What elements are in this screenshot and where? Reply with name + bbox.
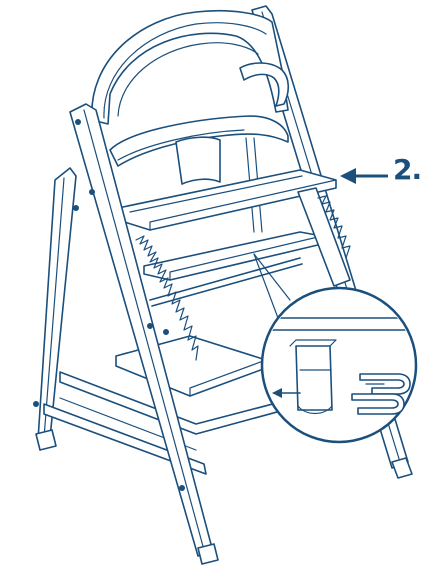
step-number-label: 2.: [393, 153, 422, 186]
front-legs: [69, 103, 351, 557]
zoom-leader: [253, 253, 291, 319]
backrest: [91, 9, 290, 125]
callout-arrow-icon: [340, 168, 388, 184]
zoom-detail-circle: [260, 286, 418, 444]
strap-clip-icon: [351, 373, 411, 415]
bolts: [33, 119, 185, 491]
feet: [35, 429, 413, 565]
